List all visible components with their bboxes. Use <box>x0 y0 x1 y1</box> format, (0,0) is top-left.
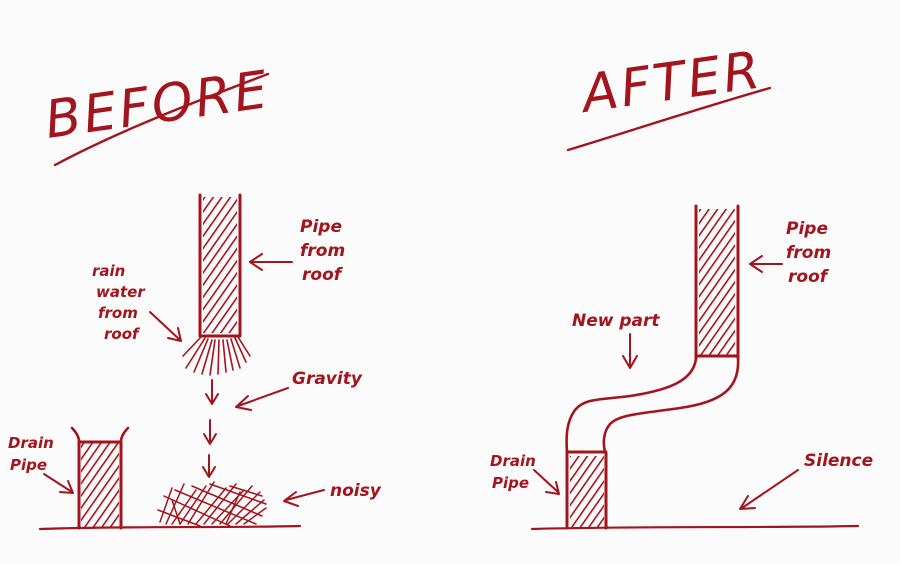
after-drain-pipe-label: Drain Pipe <box>490 452 560 495</box>
arrow-to-ground <box>739 469 799 510</box>
before-rain-water-label: rain water from roof <box>92 262 182 343</box>
drain-pipe-hatching <box>81 442 119 528</box>
label-line: Gravity <box>292 369 363 389</box>
new-part-outer-curve <box>565 356 698 454</box>
label-line: New part <box>572 311 660 331</box>
before-noisy-label: noisy <box>283 481 382 507</box>
label-line: water <box>96 283 146 301</box>
drain-pipe-outline <box>77 440 123 530</box>
noisy-splash <box>157 481 267 527</box>
before-roof-pipe <box>198 193 242 338</box>
label-line: Drain <box>8 434 54 452</box>
before-ground-line <box>38 524 302 531</box>
before-panel: BEFORE <box>8 60 382 531</box>
new-part-inner-curve <box>602 356 740 454</box>
roof-pipe-outline <box>198 193 242 338</box>
label-line: noisy <box>330 481 382 501</box>
falling-water-arrows <box>202 379 219 478</box>
drain-pipe-hatching <box>570 456 604 528</box>
label-line: rain <box>92 262 125 280</box>
after-title: AFTER <box>575 40 766 125</box>
after-panel: AFTER Pipe from roof New part D <box>490 40 873 531</box>
label-line: Drain <box>490 452 536 470</box>
arrow-to-roof-pipe <box>749 255 783 273</box>
label-line: Pipe <box>300 217 342 237</box>
after-pipe-from-roof-label: Pipe from roof <box>749 219 831 287</box>
label-line: from <box>786 243 831 263</box>
label-line: Pipe <box>786 219 828 239</box>
label-line: Silence <box>804 451 873 471</box>
water-splash <box>182 336 251 376</box>
after-roof-pipe <box>694 204 740 360</box>
arrow-to-drain-pipe <box>43 473 74 494</box>
arrow-to-water <box>149 311 182 342</box>
before-drain-pipe <box>70 426 130 530</box>
label-line: from <box>98 304 138 322</box>
after-title-underline <box>566 86 772 152</box>
after-new-part-label: New part <box>572 311 660 369</box>
label-line: roof <box>788 267 830 287</box>
roof-pipe-outline <box>694 204 740 360</box>
after-silence-label: Silence <box>739 451 873 510</box>
before-gravity-label: Gravity <box>235 369 363 411</box>
roof-pipe-hatching <box>699 209 735 355</box>
after-ground-line <box>530 524 860 531</box>
label-line: roof <box>104 325 141 343</box>
label-line: Pipe <box>492 474 529 492</box>
arrow-to-drain-pipe <box>533 469 560 495</box>
arrow-to-new-part <box>622 333 638 369</box>
drain-pipe-outline <box>565 450 608 530</box>
before-pipe-from-roof-label: Pipe from roof <box>249 217 345 285</box>
arrow-to-roof-pipe <box>249 253 293 271</box>
label-line: roof <box>302 265 344 285</box>
roof-pipe-hatching <box>203 197 237 333</box>
after-drain-pipe <box>565 450 608 530</box>
label-line: Pipe <box>10 456 47 474</box>
arrow-to-splash <box>283 489 325 507</box>
before-title: BEFORE <box>41 60 274 151</box>
before-drain-pipe-label: Drain Pipe <box>8 434 74 494</box>
arrow-to-falling-water <box>235 387 289 411</box>
before-title-underline <box>53 72 270 167</box>
label-line: from <box>300 241 345 261</box>
drain-pipe-flare <box>70 426 130 448</box>
